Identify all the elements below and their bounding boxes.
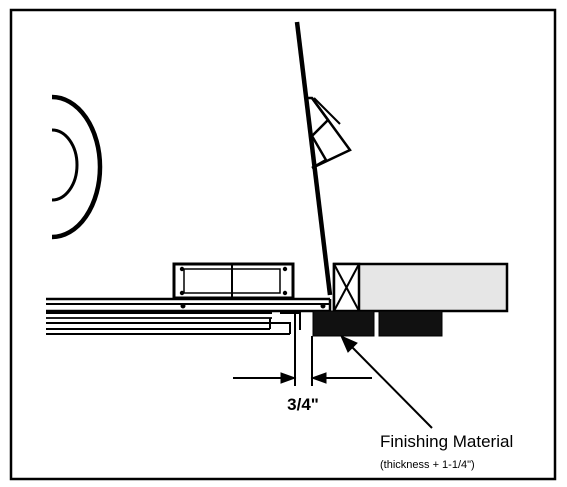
tilted-panel [294,21,352,296]
mounting-bracket [172,262,295,300]
finishing-material-pieces [312,310,443,337]
dimension-indicator [233,313,372,386]
callout-leader [340,335,433,429]
dimension-label: 3/4" [287,395,319,414]
finishing-block [332,262,509,313]
round-component [51,94,103,240]
lower-rail [46,312,301,335]
diagram-frame [9,8,557,481]
callout-title: Finishing Material [380,432,513,451]
callout-note: (thickness + 1-1/4") [380,459,475,471]
base-rail [46,297,332,313]
